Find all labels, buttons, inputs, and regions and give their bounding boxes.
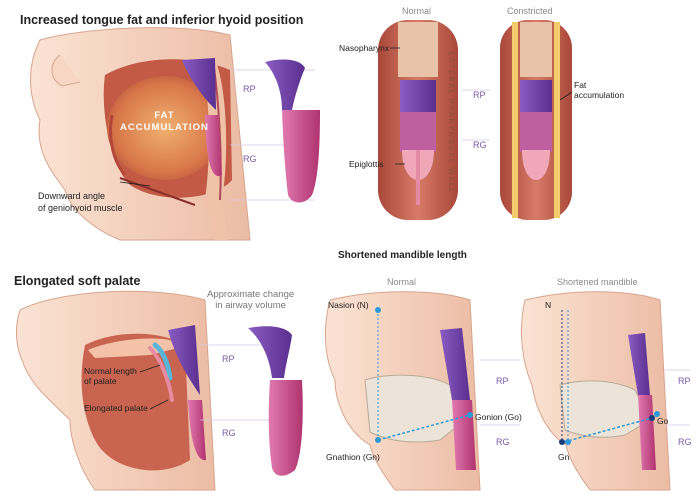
gnathion-point — [375, 437, 381, 443]
nasion-short-label: N — [545, 300, 551, 310]
rp-label-5: RP — [678, 376, 691, 386]
mandible-shortened-illustration — [521, 292, 690, 490]
normal-section-label: Normal — [402, 6, 431, 16]
approx-change-line-2: in airway volume — [207, 300, 294, 311]
fat-accumulation-label: FAT ACCUMULATION — [120, 110, 209, 134]
rg-label-4: RG — [496, 437, 510, 447]
normal-airway-section — [378, 20, 458, 220]
rp-label-3: RP — [222, 354, 235, 364]
airway-volume-shape-2 — [248, 326, 303, 476]
fat-callout-line-1: Fat — [574, 80, 624, 90]
rp-label-1: RP — [243, 84, 256, 94]
mandible-panel-title: Shortened mandible length — [338, 250, 467, 261]
rg-label-3: RG — [222, 428, 236, 438]
mandible-shortened-label: Shortened mandible — [557, 277, 638, 287]
normal-palate-line-2: of palate — [84, 376, 137, 386]
airway-volume-shape-1 — [265, 60, 320, 203]
rg-label-1: RG — [243, 154, 257, 164]
fat-label-line-1: FAT — [120, 110, 209, 122]
rp-label-2: RP — [473, 90, 486, 100]
gonion-point — [467, 412, 473, 418]
tongue-panel-title: Increased tongue fat and inferior hyoid … — [20, 13, 303, 27]
fat-label-line-2: ACCUMULATION — [120, 122, 209, 134]
gonion-label: Gonion (Go) — [475, 412, 522, 422]
rp-label-4: RP — [496, 376, 509, 386]
palate-panel-title: Elongated soft palate — [14, 274, 140, 288]
gonion-short-label: Go — [657, 416, 668, 426]
callout-line-1: Downward angle — [38, 190, 123, 202]
mandible-normal-label: Normal — [387, 277, 416, 287]
approx-change-line-1: Approximate change — [207, 289, 294, 300]
approx-change-label: Approximate change in airway volume — [207, 289, 294, 311]
rg-label-2: RG — [473, 140, 487, 150]
geniohyoid-callout: Downward angle of geniohyoid muscle — [38, 190, 123, 214]
normal-palate-line-1: Normal length — [84, 366, 137, 376]
callout-line-2: of geniohyoid muscle — [38, 202, 123, 214]
nasion-label: Nasion (N) — [328, 300, 369, 310]
constricted-section-label: Constricted — [507, 6, 553, 16]
gnathion-label: Gnathion (Gn) — [326, 452, 380, 462]
elongated-palate-label: Elongated palate — [84, 403, 148, 413]
lateral-pharyngeal-wall-label: LATERAL PHARYNGEAL WALL — [447, 52, 456, 194]
constricted-airway-section — [500, 20, 572, 220]
rg-label-5: RG — [678, 437, 692, 447]
palate-head-illustration — [16, 291, 290, 490]
fat-callout-line-2: accumulation — [574, 90, 624, 100]
nasion-point — [375, 307, 381, 313]
nasopharynx-label: Nasopharynx — [339, 43, 389, 53]
normal-palate-label: Normal length of palate — [84, 366, 137, 386]
fat-accumulation-callout: Fat accumulation — [574, 80, 624, 100]
gnathion-short-label: Gn — [558, 452, 569, 462]
epiglottis-label: Epiglottis — [349, 159, 384, 169]
